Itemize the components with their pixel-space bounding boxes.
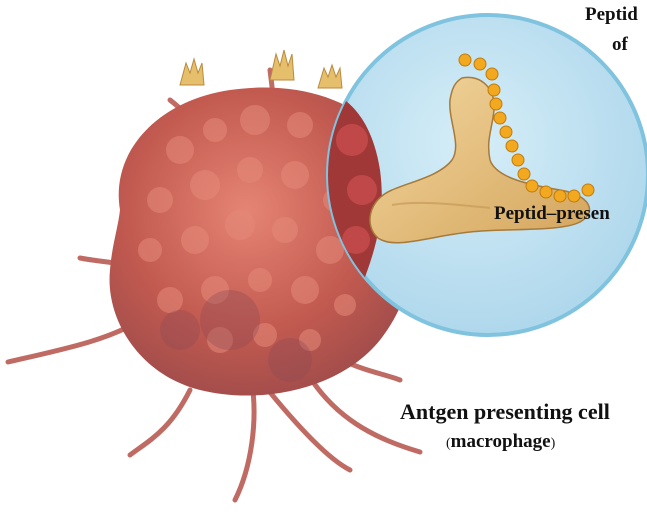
label-peptide-presenting: Peptid–presen [494, 203, 610, 225]
magnified-inset [328, 15, 647, 335]
label-macrophage-close-paren: ) [551, 436, 556, 451]
label-macrophage: (macrophage) [446, 431, 555, 453]
label-peptide: Peptid [585, 4, 638, 26]
label-antigen-presenting-cell: Antgen presenting cell [400, 399, 610, 425]
label-peptide-of: of [612, 34, 628, 56]
label-macrophage-word: macrophage [451, 431, 551, 452]
surface-receptors [180, 50, 342, 88]
